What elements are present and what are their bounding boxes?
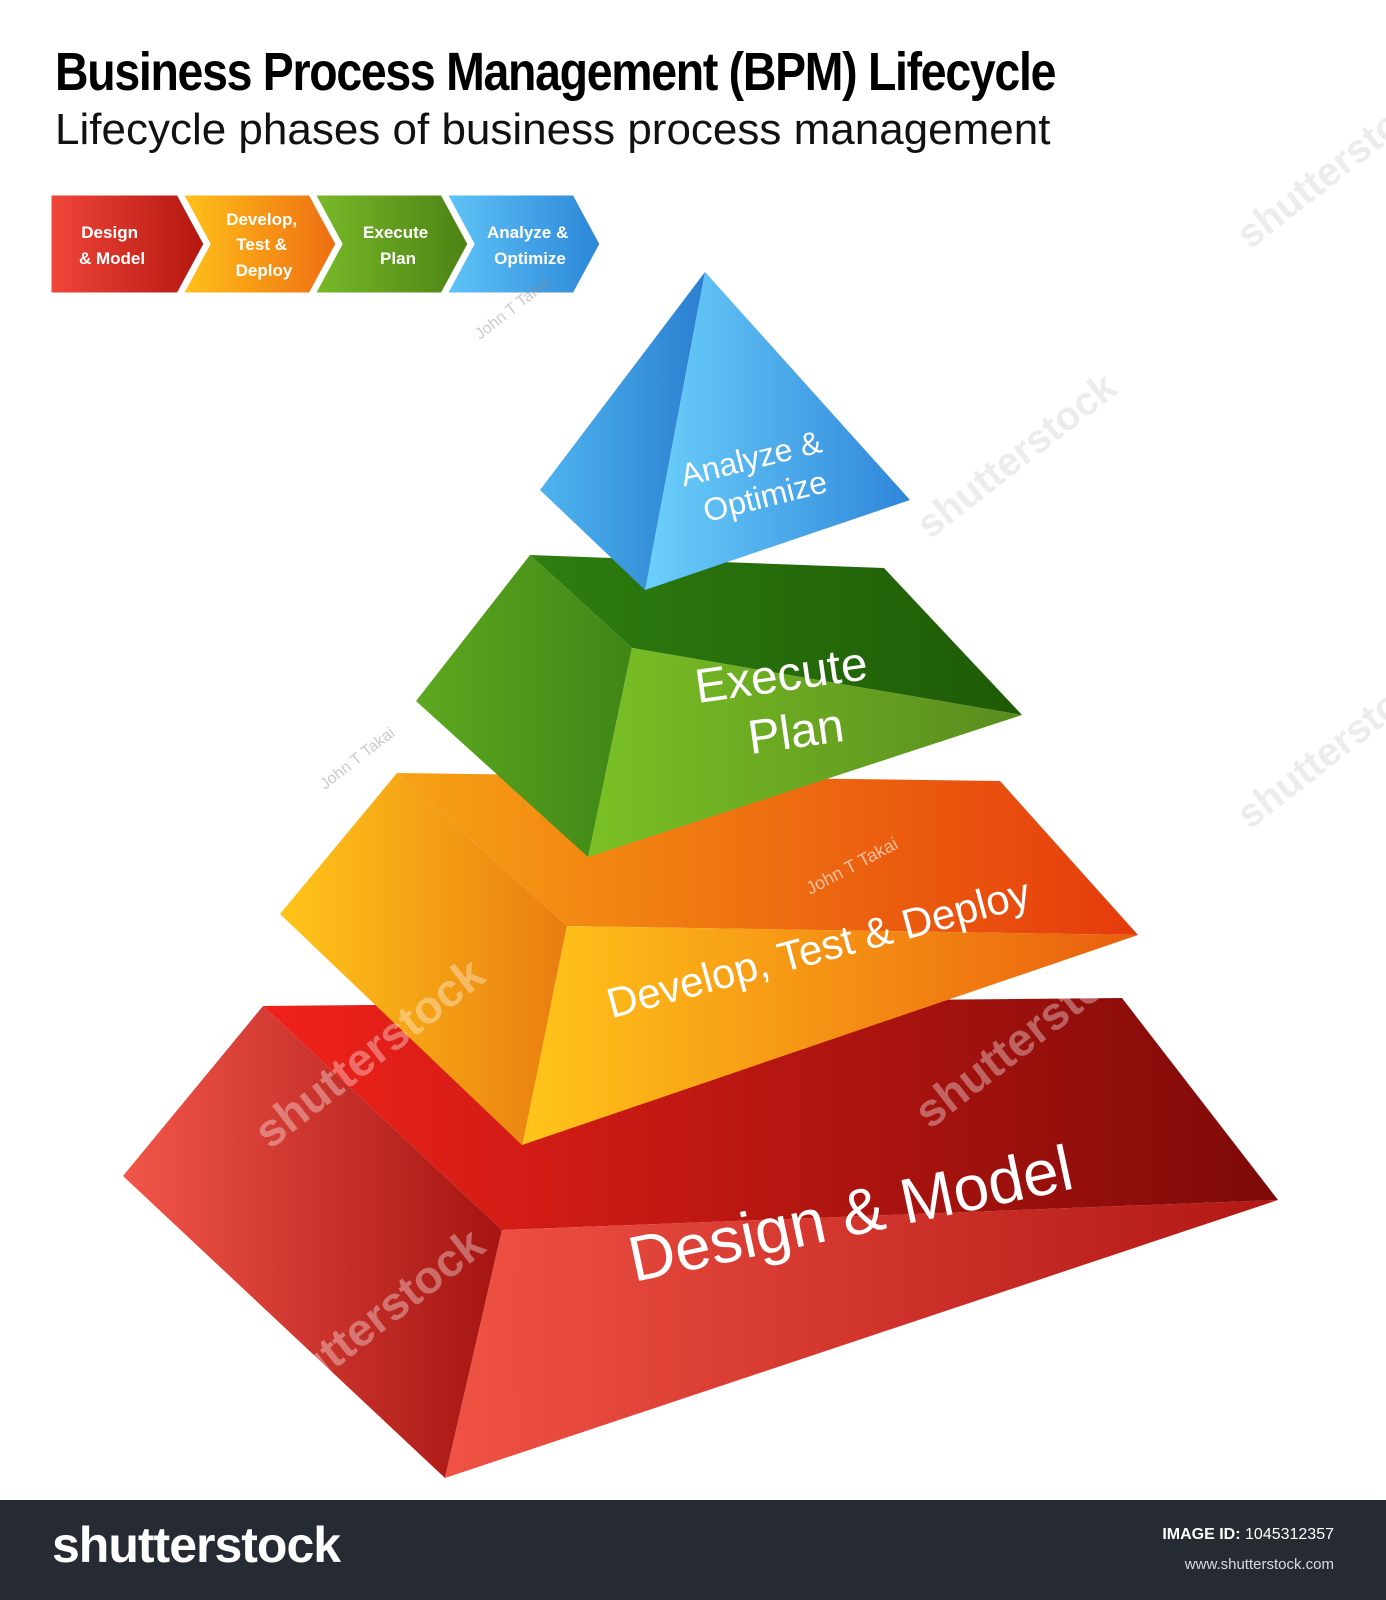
chevron-label: Design & Model [79,223,145,268]
phase-chevron-bar: Design & Model Develop, Test & Deploy Ex… [48,192,603,296]
image-id-label: IMAGE ID: [1162,1526,1241,1543]
footer-bar: shutterstock IMAGE ID: 1045312357 www.sh… [0,1500,1386,1600]
image-id-value: 1045312357 [1245,1526,1334,1543]
tier-front-face [645,272,910,590]
page-title: Business Process Management (BPM) Lifecy… [55,42,1056,102]
watermark-author: John T Takai [472,274,553,343]
tier-left-face [280,773,567,1145]
chevron-develop-test-deploy: Develop, Test & Deploy [179,192,339,296]
page-subtitle: Lifecycle phases of business process man… [55,105,1051,154]
chevron-execute-plan: Execute Plan [311,192,471,296]
pyramid-tier-analyze-optimize: Analyze & Optimize [540,272,910,590]
chevron-design-model: Design & Model [48,192,207,296]
tier-front-face [445,1200,1278,1478]
header: Business Process Management (BPM) Lifecy… [55,40,1335,156]
tier-left-face [540,272,705,590]
bpm-pyramid: Design & Model Develop, Test & Deploy Ex… [123,74,1386,1478]
tier-left-face [416,555,632,857]
tier-front-face [522,926,1138,1145]
watermark-text: shutterstock [1228,74,1386,257]
pyramid-tier-execute-plan: Execute Plan [416,555,1022,857]
watermark-text: shutterstock [1228,654,1386,837]
tier-left-face [123,1006,502,1478]
watermark-author: John T Takai [317,724,398,793]
watermark-text: shutterstock [908,364,1125,547]
footer-site-link[interactable]: www.shutterstock.com [1184,1556,1334,1573]
chevron-label: Develop, Test & Deploy [226,210,302,280]
chevron-label: Analyze & Optimize [487,223,573,268]
tier-front-face [588,648,1022,857]
chevron-label: Execute Plan [363,223,433,268]
tier-top-face [530,555,1022,715]
image-id: IMAGE ID: 1045312357 [1162,1526,1334,1544]
chevron-analyze-optimize: Analyze & Optimize [443,192,603,296]
footer-logo[interactable]: shutterstock [52,1517,341,1573]
